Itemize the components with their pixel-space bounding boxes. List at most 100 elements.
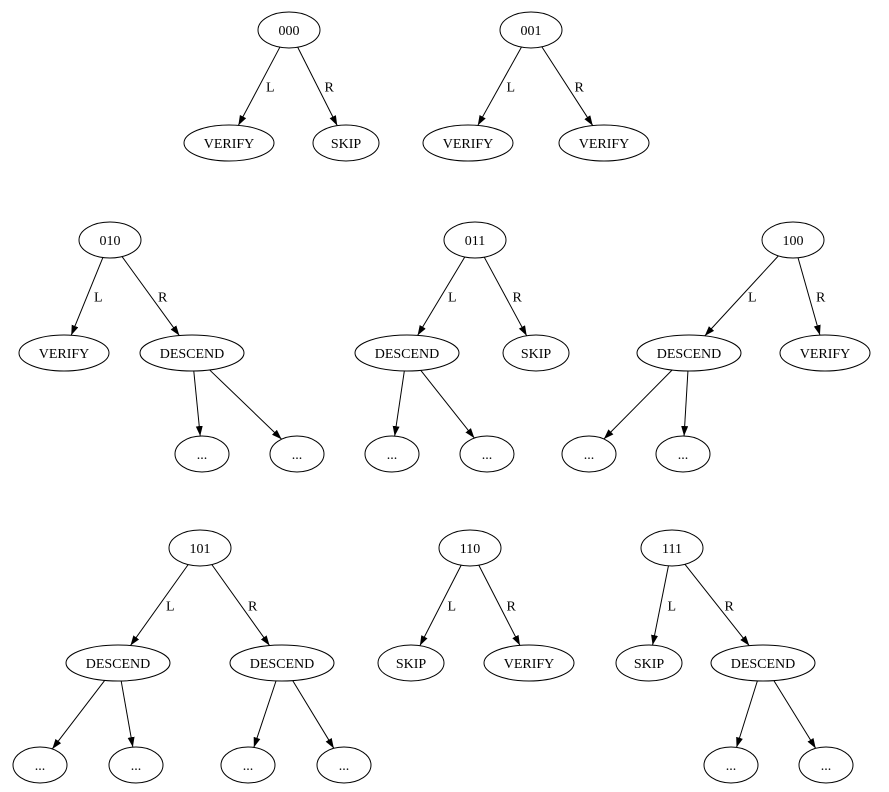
tree-100-node-left: DESCEND xyxy=(636,334,742,372)
tree-111-node-left: SKIP xyxy=(615,644,683,682)
tree-101-node-ll: ... xyxy=(12,746,68,784)
node-ellipse xyxy=(108,746,164,784)
node-ellipse xyxy=(269,435,325,473)
tree-101-edge-label-left: L xyxy=(166,600,175,615)
tree-110-node-right: VERIFY xyxy=(483,644,575,682)
node-ellipse xyxy=(220,746,276,784)
tree-000-edge-label-right: R xyxy=(325,81,335,96)
tree-100-edge-label-right: R xyxy=(816,291,826,306)
tree-101-node-left: DESCEND xyxy=(65,644,171,682)
tree-100-node-right: VERIFY xyxy=(779,334,871,372)
node-label: VERIFY xyxy=(204,137,255,152)
node-ellipse xyxy=(18,334,110,372)
node-label: ... xyxy=(131,759,142,774)
tree-100-edge-root-left xyxy=(704,255,779,337)
node-ellipse xyxy=(459,435,515,473)
node-ellipse xyxy=(615,644,683,682)
tree-011-node-lr: ... xyxy=(459,435,515,473)
node-label: DESCEND xyxy=(86,657,151,672)
node-label: 011 xyxy=(465,234,485,249)
node-ellipse xyxy=(65,644,171,682)
tree-100-node-lr: ... xyxy=(655,435,711,473)
node-ellipse xyxy=(710,644,816,682)
tree-111-edge-root-left xyxy=(651,565,669,646)
tree-010-node-rr: ... xyxy=(269,435,325,473)
tree-100-node-root: 100 xyxy=(761,221,825,259)
node-ellipse xyxy=(499,11,563,49)
tree-111-edge-right-rl xyxy=(736,680,758,748)
tree-011-node-left: DESCEND xyxy=(354,334,460,372)
node-label: VERIFY xyxy=(39,347,90,362)
tree-101-edge-left-lr xyxy=(120,680,135,748)
node-label: DESCEND xyxy=(250,657,315,672)
tree-100-edge-left-ll xyxy=(603,369,673,440)
node-label: VERIFY xyxy=(800,347,851,362)
tree-011-edge-root-left xyxy=(417,256,466,336)
node-ellipse xyxy=(257,11,321,49)
tree-001-edge-root-left xyxy=(477,46,522,126)
node-ellipse xyxy=(438,529,502,567)
tree-111-node-right: DESCEND xyxy=(710,644,816,682)
node-label: ... xyxy=(339,759,350,774)
tree-000-edge-root-right xyxy=(297,47,338,126)
node-ellipse xyxy=(229,644,335,682)
node-label: DESCEND xyxy=(657,347,722,362)
tree-010-edge-label-right: R xyxy=(158,291,168,306)
tree-100-node-ll: ... xyxy=(561,435,617,473)
node-label: ... xyxy=(387,448,398,463)
node-label: ... xyxy=(726,759,737,774)
node-label: 100 xyxy=(783,234,804,249)
tree-000-edge-label-left: L xyxy=(266,81,275,96)
node-ellipse xyxy=(78,221,142,259)
tree-000-node-root: 000 xyxy=(257,11,321,49)
tree-001-edge-root-right xyxy=(541,46,594,126)
tree-111-node-rr: ... xyxy=(798,746,854,784)
node-label: ... xyxy=(678,448,689,463)
node-ellipse xyxy=(174,435,230,473)
node-ellipse xyxy=(655,435,711,473)
node-ellipse xyxy=(779,334,871,372)
node-label: SKIP xyxy=(521,347,552,362)
node-ellipse xyxy=(354,334,460,372)
node-ellipse xyxy=(798,746,854,784)
tree-011-edge-left-lr xyxy=(420,370,475,439)
node-ellipse xyxy=(483,644,575,682)
tree-011-node-right: SKIP xyxy=(502,334,570,372)
tree-001-node-left: VERIFY xyxy=(422,124,514,162)
tree-111-edge-right-rr xyxy=(773,680,817,749)
node-label: ... xyxy=(292,448,303,463)
tree-101-edge-right-rl xyxy=(253,680,277,748)
tree-101-edge-root-left xyxy=(130,564,189,646)
node-label: SKIP xyxy=(634,657,665,672)
node-label: DESCEND xyxy=(160,347,225,362)
tree-011-node-ll: ... xyxy=(364,435,420,473)
node-label: VERIFY xyxy=(443,137,494,152)
node-ellipse xyxy=(703,746,759,784)
tree-010-edge-right-rl xyxy=(193,370,203,437)
node-label: ... xyxy=(243,759,254,774)
tree-000-edge-root-left xyxy=(237,46,281,126)
node-label: VERIFY xyxy=(504,657,555,672)
tree-001-node-root: 001 xyxy=(499,11,563,49)
tree-111-edge-root-right xyxy=(684,564,750,646)
node-ellipse xyxy=(636,334,742,372)
tree-010-edge-root-left xyxy=(70,257,104,336)
tree-101-edge-root-right xyxy=(211,564,270,646)
tree-101-node-rl: ... xyxy=(220,746,276,784)
node-label: DESCEND xyxy=(731,657,796,672)
tree-001-node-right: VERIFY xyxy=(558,124,650,162)
node-label: ... xyxy=(197,448,208,463)
tree-010-node-left: VERIFY xyxy=(18,334,110,372)
node-ellipse xyxy=(558,124,650,162)
tree-110-node-left: SKIP xyxy=(377,644,445,682)
tree-011-edge-label-right: R xyxy=(513,291,523,306)
node-label: SKIP xyxy=(396,657,427,672)
tree-011-edge-left-ll xyxy=(392,370,405,437)
tree-001-edge-label-left: L xyxy=(507,81,516,96)
node-label: 000 xyxy=(279,24,300,39)
